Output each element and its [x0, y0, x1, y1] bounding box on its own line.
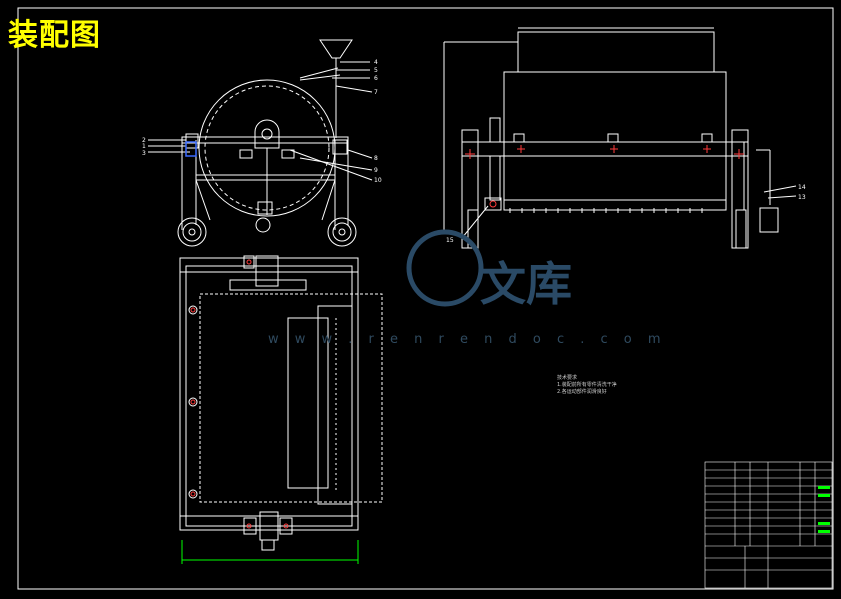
watermark-logo-ring [406, 229, 484, 307]
callout-label: 3 [142, 150, 146, 157]
title-block-frame [704, 461, 833, 589]
technical-notes: 技术要求 1.装配前所有零件清洗干净 2.各运动部件润滑良好 [557, 375, 617, 396]
hopper [319, 39, 353, 59]
callout-label: 9 [374, 167, 378, 174]
side-body [503, 71, 727, 211]
side-top-box [517, 31, 715, 73]
drum-outline [199, 293, 383, 503]
drawing-border [17, 7, 834, 590]
top-view-markers [190, 259, 289, 529]
front-view [148, 39, 373, 247]
side-slots [509, 208, 703, 213]
note-line: 1.装配前所有零件清洗干净 [557, 382, 617, 388]
bottom-dimension [181, 540, 359, 564]
top-view [179, 255, 383, 551]
callout-label: 2 [142, 137, 146, 144]
title-block [704, 461, 833, 589]
drawing-title: 装配图 [8, 18, 101, 53]
title-block-green-marks [818, 486, 830, 533]
side-markers [465, 145, 744, 208]
note-line: 2.各运动部件润滑良好 [557, 389, 607, 395]
front-callouts: 4 5 6 7 8 9 10 2 1 3 [142, 59, 382, 184]
note-line: 技术要求 [557, 375, 578, 381]
callout-label: 6 [374, 75, 378, 82]
callout-label: 15 [446, 237, 454, 244]
callout-label: 7 [374, 89, 378, 96]
callout-label: 10 [374, 177, 382, 184]
callout-label: 14 [798, 184, 806, 191]
callout-label: 1 [142, 143, 146, 150]
highlight-part [185, 141, 197, 157]
crank-circle [255, 217, 271, 233]
watermark-url: w w w . r e n r e n d o c . c o m [268, 332, 667, 347]
callout-label: 5 [374, 67, 378, 74]
top-view-frame [179, 257, 359, 531]
drum-inner-circle [204, 85, 330, 211]
callout-label: 8 [374, 155, 378, 162]
side-view [443, 27, 797, 249]
callout-label: 4 [374, 59, 378, 66]
watermark-brand: 文库 [480, 257, 572, 311]
side-callouts: 14 13 15 [446, 184, 806, 244]
left-wheel [177, 217, 207, 247]
right-wheel [327, 217, 357, 247]
bearing-housing [254, 119, 280, 149]
callout-label: 13 [798, 194, 806, 201]
